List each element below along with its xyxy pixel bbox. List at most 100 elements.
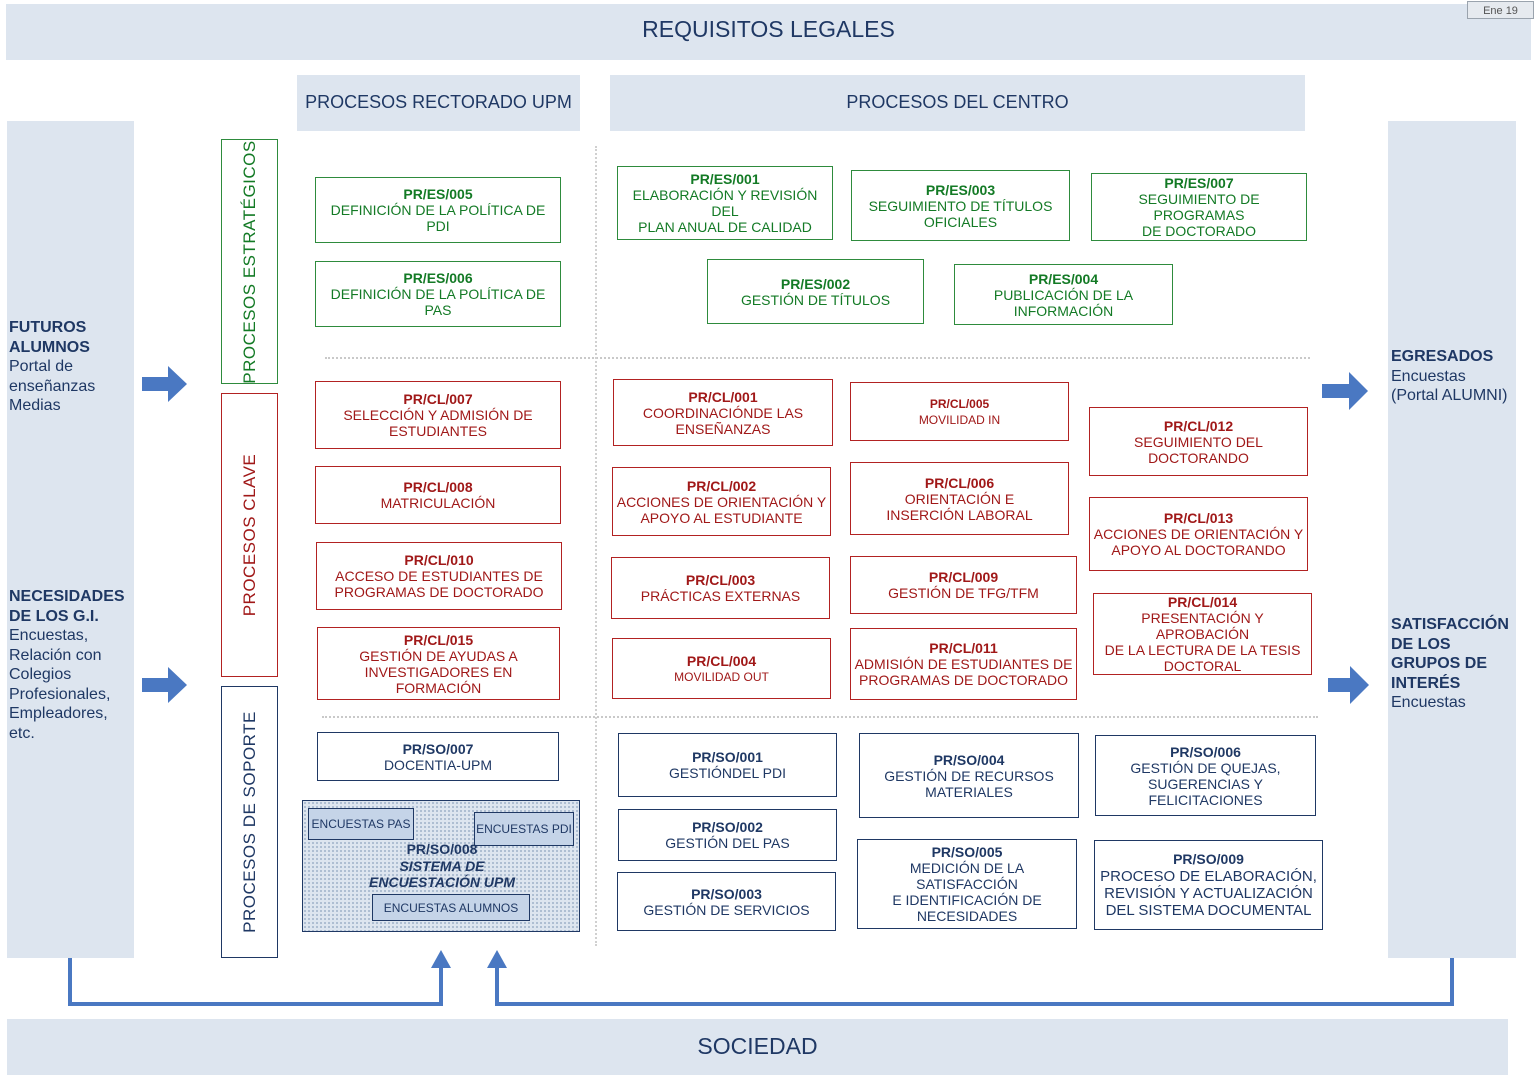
process-pr-cl-010[interactable]: PR/CL/010 ACCESO DE ESTUDIANTES DE PROGR… <box>316 542 562 610</box>
category-clave: PROCESOS CLAVE <box>221 393 278 677</box>
process-pr-so-008[interactable]: ENCUESTAS PAS ENCUESTAS PDI PR/SO/008 SI… <box>302 800 580 932</box>
process-title-line-1: ACCIONES DE ORIENTACIÓN Y <box>616 493 827 510</box>
necesidades-line-3: Colegios <box>9 666 72 683</box>
process-pr-cl-003[interactable]: PR/CL/003 PRÁCTICAS EXTERNAS <box>611 557 830 619</box>
necesidades-line-2: Relación con <box>9 646 102 664</box>
process-title: GESTIÓN DE SERVICIOS <box>643 901 810 918</box>
process-pr-cl-009[interactable]: PR/CL/009 GESTIÓN DE TFG/TFM <box>850 556 1077 614</box>
right-feedback-line <box>495 958 1454 1006</box>
process-title-line-2: INSERCIÓN LABORAL <box>886 506 1033 523</box>
process-pr-es-007[interactable]: PR/ES/007 SEGUIMIENTO DE PROGRAMAS DE DO… <box>1091 173 1307 241</box>
process-pr-cl-013[interactable]: PR/CL/013 ACCIONES DE ORIENTACIÓN Y APOY… <box>1089 497 1308 571</box>
necesidades-line-1: Encuestas, <box>9 627 89 644</box>
process-code: PR/ES/002 <box>780 275 851 292</box>
process-pr-so-005[interactable]: PR/SO/005 MEDICIÓN DE LA SATISFACCIÓN E … <box>857 839 1077 929</box>
category-estrategicos: PROCESOS ESTRATÉGICOS <box>221 139 278 384</box>
process-title-line-1: MEDICIÓN DE LA SATISFACCIÓN <box>909 860 1025 892</box>
process-title-line-2: ESTUDIANTES <box>388 423 487 439</box>
satisfaccion-line-1: Encuestas <box>1391 694 1466 711</box>
process-pr-so-009[interactable]: PR/SO/009 PROCESO DE ELABORACIÓN, REVISI… <box>1094 840 1323 930</box>
left-feedback-line <box>68 958 443 1006</box>
process-code: PR/SO/007 <box>402 740 474 757</box>
process-code: PR/SO/004 <box>933 751 1005 768</box>
process-title-line-2: ENSEÑANZAS <box>675 420 771 437</box>
centro-header-band <box>610 75 1305 131</box>
process-title-line-1: ACCIONES DE ORIENTACIÓN Y <box>1093 526 1304 542</box>
process-title: GESTIÓN DE TÍTULOS <box>740 291 891 308</box>
process-title: GESTIÓN DEL PAS <box>665 835 790 851</box>
category-soporte: PROCESOS DE SOPORTE <box>221 686 278 958</box>
process-code: PR/CL/009 <box>928 569 999 585</box>
process-pr-cl-005[interactable]: PR/CL/005 MOVILIDAD IN <box>850 382 1069 441</box>
process-pr-so-007[interactable]: PR/SO/007 DOCENTIA-UPM <box>317 732 559 781</box>
process-pr-cl-011[interactable]: PR/CL/011 ADMISIÓN DE ESTUDIANTES DE PRO… <box>850 628 1077 700</box>
process-code: PR/SO/009 <box>1173 851 1244 867</box>
process-title-line-1: SISTEMA DE <box>399 858 485 874</box>
egresados-line-1: Encuestas <box>1391 367 1466 385</box>
futuros-line-2: enseñanzas <box>9 377 96 395</box>
right-output-column <box>1388 121 1516 958</box>
futuros-alumnos-text: FUTUROS ALUMNOS Portal de enseñanzas Med… <box>9 318 134 416</box>
category-clave-label: PROCESOS CLAVE <box>239 453 259 617</box>
process-title-line-1: PRESENTACIÓN Y APROBACIÓN <box>1141 610 1264 642</box>
process-code: PR/ES/005 <box>403 186 473 202</box>
futuros-title-2: ALUMNOS <box>9 338 90 356</box>
process-pr-cl-007[interactable]: PR/CL/007 SELECCIÓN Y ADMISIÓN DE ESTUDI… <box>315 381 561 449</box>
process-pr-cl-012[interactable]: PR/CL/012 SEGUIMIENTO DEL DOCTORANDO <box>1089 407 1308 476</box>
process-title-line-1: COORDINACIÓNDE LAS <box>642 404 804 421</box>
satisfaccion-title-2: DE LOS <box>1391 635 1451 653</box>
process-code: PR/CL/003 <box>685 572 756 588</box>
process-pr-es-001[interactable]: PR/ES/001 ELABORACIÓN Y REVISIÓN DEL PLA… <box>617 166 833 240</box>
process-code: PR/SO/001 <box>692 749 763 765</box>
process-pr-es-002[interactable]: PR/ES/002 GESTIÓN DE TÍTULOS <box>707 259 924 324</box>
process-pr-cl-008[interactable]: PR/CL/008 MATRICULACIÓN <box>315 466 561 524</box>
necesidades-line-5: Empleadores, <box>9 705 108 722</box>
process-code: PR/CL/006 <box>924 474 995 491</box>
society-band <box>7 1019 1508 1075</box>
process-title-line-1: GESTIÓN DE QUEJAS, <box>1130 759 1281 776</box>
input-arrow-futuros-icon <box>142 366 187 402</box>
process-code: PR/CL/007 <box>403 391 473 407</box>
process-pr-cl-014[interactable]: PR/CL/014 PRESENTACIÓN Y APROBACIÓN DE L… <box>1093 593 1312 675</box>
encuestas-pdi-box: ENCUESTAS PDI <box>474 812 574 846</box>
process-pr-cl-002[interactable]: PR/CL/002 ACCIONES DE ORIENTACIÓN Y APOY… <box>612 467 831 536</box>
process-title-line-1: SEGUIMIENTO DE PROGRAMAS <box>1138 191 1260 223</box>
process-pr-so-002[interactable]: PR/SO/002 GESTIÓN DEL PAS <box>618 809 837 861</box>
process-title-line-2: E IDENTIFICACIÓN DE <box>892 892 1042 908</box>
process-title: DEFINICIÓN DE LA POLÍTICA DE PDI <box>330 202 546 234</box>
futuros-line-1: Portal de <box>9 358 74 375</box>
process-title-line-2: PLAN ANUAL DE CALIDAD <box>638 219 812 235</box>
process-code: PR/CL/008 <box>403 479 473 495</box>
process-title: DOCENTIA-UPM <box>383 756 493 773</box>
separator-estrategicos-clave <box>325 357 1310 359</box>
process-code: PR/ES/003 <box>925 181 996 198</box>
process-pr-so-004[interactable]: PR/SO/004 GESTIÓN DE RECURSOS MATERIALES <box>859 733 1079 818</box>
process-title-line-2: INVESTIGADORES EN FORMACIÓN <box>364 663 513 696</box>
process-pr-es-004[interactable]: PR/ES/004 PUBLICACIÓN DE LA INFORMACIÓN <box>954 264 1173 325</box>
encuestas-alumnos-box: ENCUESTAS ALUMNOS <box>372 894 530 921</box>
process-pr-so-006[interactable]: PR/SO/006 GESTIÓN DE QUEJAS, SUGERENCIAS… <box>1095 735 1316 816</box>
process-pr-cl-015[interactable]: PR/CL/015 GESTIÓN DE AYUDAS A INVESTIGAD… <box>317 627 560 700</box>
process-pr-cl-006[interactable]: PR/CL/006 ORIENTACIÓN E INSERCIÓN LABORA… <box>850 462 1069 535</box>
separator-rectorado-centro <box>595 146 597 946</box>
category-soporte-label: PROCESOS DE SOPORTE <box>239 711 259 933</box>
process-title-line-1: ORIENTACIÓN E <box>904 490 1015 507</box>
encuestas-pas-box: ENCUESTAS PAS <box>308 808 414 840</box>
process-pr-es-005[interactable]: PR/ES/005 DEFINICIÓN DE LA POLÍTICA DE P… <box>315 177 561 243</box>
rectorado-header-band <box>297 75 580 131</box>
process-title-line-3: DEL SISTEMA DOCUMENTAL <box>1105 902 1312 919</box>
process-code: PR/SO/003 <box>691 885 762 902</box>
satisfaccion-text: SATISFACCIÓN DE LOS GRUPOS DE INTERÉS En… <box>1391 615 1516 713</box>
category-estrategicos-label: PROCESOS ESTRATÉGICOS <box>239 139 259 384</box>
necesidades-title-2: DE LOS G.I. <box>9 607 99 625</box>
process-pr-es-006[interactable]: PR/ES/006 DEFINICIÓN DE LA POLÍTICA DE P… <box>315 261 561 327</box>
process-title-line-2: MATERIALES <box>925 783 1013 800</box>
process-pr-cl-004[interactable]: PR/CL/004 MOVILIDAD OUT <box>612 638 831 699</box>
process-code: PR/ES/007 <box>1164 175 1234 191</box>
centro-header: PROCESOS DEL CENTRO <box>846 92 1069 112</box>
process-code: PR/CL/004 <box>686 652 757 669</box>
process-pr-so-003[interactable]: PR/SO/003 GESTIÓN DE SERVICIOS <box>617 872 836 931</box>
process-pr-cl-001[interactable]: PR/CL/001 COORDINACIÓNDE LAS ENSEÑANZAS <box>613 379 833 446</box>
process-pr-so-001[interactable]: PR/SO/001 GESTIÓNDEL PDI <box>618 733 837 797</box>
process-pr-es-003[interactable]: PR/ES/003 SEGUIMIENTO DE TÍTULOS OFICIAL… <box>851 170 1070 241</box>
